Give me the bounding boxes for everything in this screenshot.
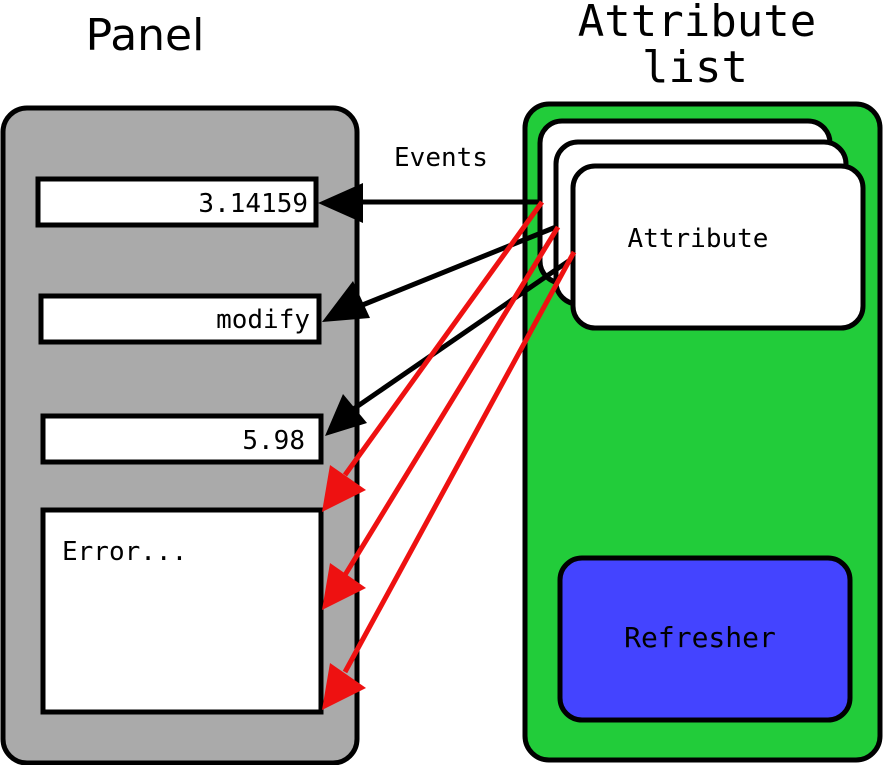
error-arrow-1-head [322, 465, 366, 512]
error-arrow-2-head [322, 563, 366, 610]
panel-title: Panel [86, 10, 205, 61]
error-arrow-1 [342, 200, 545, 477]
refresher-label: Refresher [624, 621, 776, 654]
panel-field-pi-value: 3.14159 [198, 189, 308, 219]
panel-error-text: Error... [62, 537, 187, 567]
panel-field-modify[interactable] [38, 293, 322, 345]
events-label: Events [394, 143, 488, 173]
attribute-list-title-line1: Attribute [578, 0, 816, 47]
error-arrows [322, 200, 577, 710]
attribute-card-label: Attribute [628, 224, 769, 254]
panel-field-number[interactable] [40, 413, 324, 465]
event-arrow-2-head [322, 281, 370, 322]
error-arrow-3-head [322, 663, 366, 710]
error-arrow-3 [342, 250, 577, 674]
panel-error-box [40, 507, 324, 715]
panel-field-modify-value: modify [216, 305, 310, 335]
error-arrow-2 [342, 225, 561, 577]
panel-field-number-value: 5.98 [242, 426, 305, 456]
panel-field-pi[interactable] [35, 176, 319, 228]
attribute-card-front [570, 163, 866, 331]
event-arrow-1-head [318, 183, 363, 223]
attribute-list-title-line2: list [642, 42, 748, 93]
refresher-box [557, 555, 853, 723]
event-arrow-3-head [325, 394, 367, 436]
event-arrow-2 [359, 224, 557, 309]
event-arrows [318, 183, 575, 436]
event-arrow-3 [350, 255, 575, 413]
